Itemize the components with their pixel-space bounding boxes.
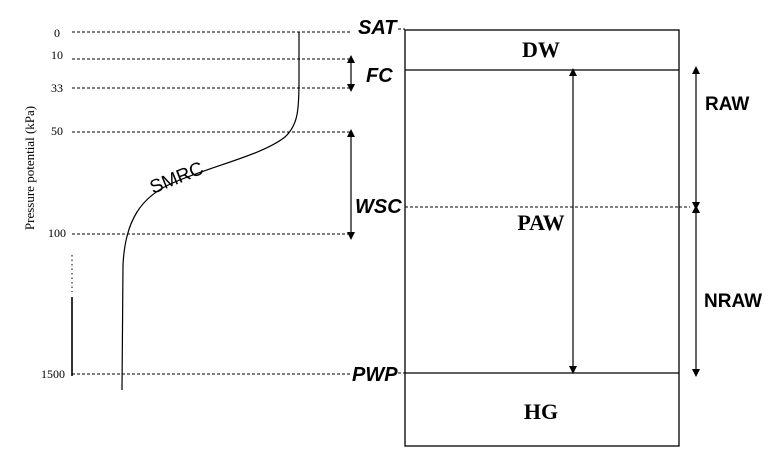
tick-label-1500: 1500 [41, 367, 65, 381]
level-label-fc: FC [366, 65, 393, 87]
tick-label-0: 0 [54, 26, 60, 40]
side-label-raw: RAW [705, 94, 749, 115]
tick-label-33: 33 [51, 81, 63, 95]
zone-label-hg: HG [524, 399, 558, 424]
level-label-pwp: PWP [352, 364, 398, 386]
smrc-curve [121, 32, 300, 391]
y-axis-label: Pressure potential (kPa) [22, 106, 37, 230]
tick-label-50: 50 [51, 124, 63, 138]
side-label-nraw: NRAW [704, 291, 762, 312]
level-label-wsc: WSC [355, 196, 402, 218]
zone-label-paw: PAW [517, 210, 564, 235]
zone-label-dw: DW [522, 37, 560, 62]
smrc-curve-label: SMRC [147, 158, 207, 198]
level-label-sat: SAT [358, 17, 398, 39]
tick-label-100: 100 [48, 226, 66, 240]
water-bucket [404, 29, 680, 447]
tick-label-10: 10 [51, 48, 63, 62]
